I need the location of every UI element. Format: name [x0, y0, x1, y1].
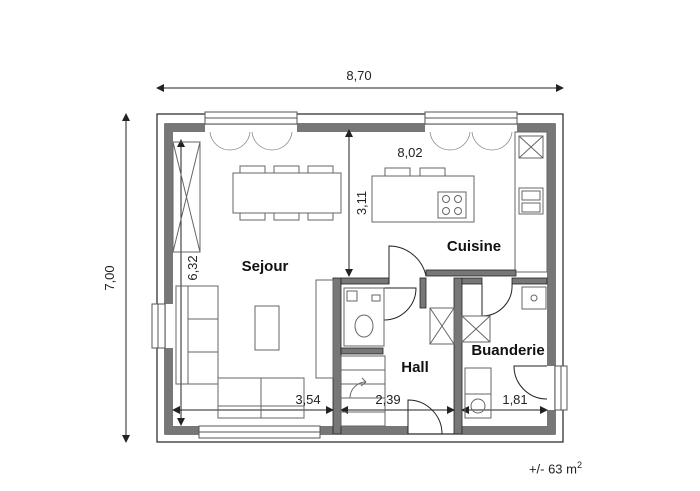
sofa — [175, 285, 305, 419]
wall-fill — [165, 124, 555, 434]
overall-width-label: 8,70 — [346, 68, 371, 83]
area-unit-superscript: 2 — [576, 460, 582, 470]
stairs — [340, 355, 386, 427]
overall-depth-label: 7,00 — [102, 265, 117, 290]
buanderie-width-label: 1,81 — [502, 392, 527, 407]
room-label-cuisine: Cuisine — [447, 238, 501, 255]
sejour-width-label: 3,54 — [295, 392, 320, 407]
kitchen-counter — [514, 131, 548, 273]
sejour-depth-label: 6,32 — [185, 255, 200, 280]
windows — [151, 111, 568, 439]
tall-cabinet — [172, 141, 201, 253]
room-label-hall: Hall — [401, 359, 429, 376]
dining-table — [232, 165, 342, 221]
room-label-buanderie: Buanderie — [471, 342, 544, 359]
toilet — [343, 287, 385, 347]
window-swings — [209, 131, 513, 151]
interior-width-label: 8,02 — [397, 145, 422, 160]
laundry-appliances — [464, 286, 547, 419]
kitchen-island — [371, 167, 475, 223]
hall-closet — [429, 307, 491, 345]
area-label: +/- 63 m2 — [529, 460, 582, 476]
room-label-sejour: Sejour — [242, 258, 289, 275]
hall-width-label: 2,39 — [375, 392, 400, 407]
area-text: +/- 63 m — [528, 461, 577, 477]
tv-unit — [315, 279, 334, 379]
ceiling-span-label: 3,11 — [354, 191, 369, 215]
dimension-lines — [122, 84, 564, 443]
interior-walls — [332, 269, 548, 435]
